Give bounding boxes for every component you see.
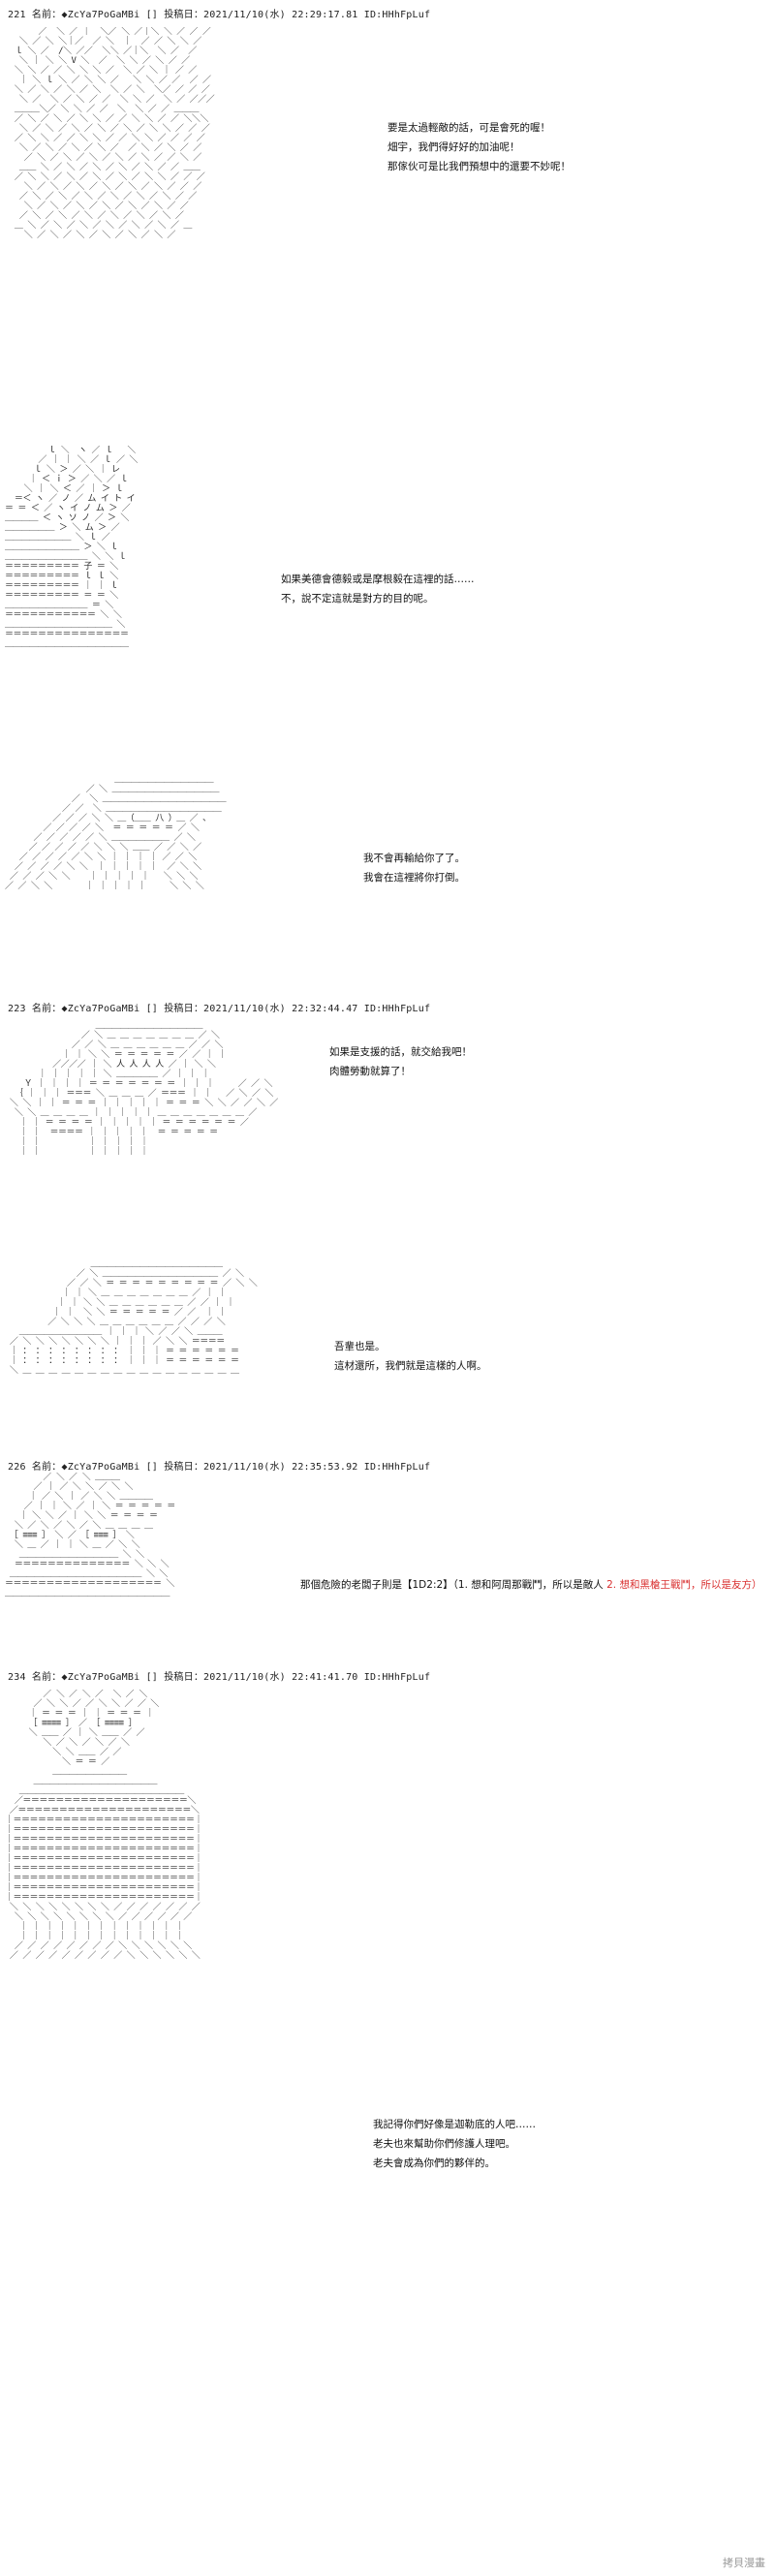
post-header-223: 223 名前：◆ZcYa7PoGaMBi [] 投稿日：2021/11/10(水…: [8, 1004, 431, 1014]
dialogue-223-1: 如果是支援的話，就交給我吧！ 肉體勞動就算了！: [329, 1042, 472, 1081]
dialogue-text: 那個危險的老闆子則是【1D2:2】（1. 想和阿周那戰鬥，所以是敵人: [300, 1579, 604, 1591]
dialogue-line: 那傢伙可是比我們預想中的還要不妙呢！: [388, 161, 571, 172]
dialogue-line: 吾輩也是。: [334, 1341, 386, 1352]
dialogue-line: 畑宇，我們得好好的加油呢！: [388, 141, 520, 153]
dialogue-221-3: 我不會再輸給你了了。 我會在這裡將你打倒。: [363, 849, 465, 887]
panel-234-1: ／ ＼ ／ ＼ ／ ＼ ／ ＼ ／ ＼ ＼ ／ ／ ＼ ＼ ／ ／ ＼ ｜ ＝ …: [0, 1684, 775, 2565]
dialogue-line: 老夫也來幫助你們修護人理吧。: [373, 2138, 515, 2150]
dialogue-line: 這材還所，我們就是這樣的人啊。: [334, 1360, 487, 1372]
panel-226-1: ／ ＼ ／ ＼ ＿＿＿ ／ ｜ ／ ＼ ＼ ／ ＼ ＼ ｜ ／ ＼ ｜ ／ ＼ …: [0, 1473, 775, 1666]
post-header-221: 221 名前：◆ZcYa7PoGaMBi [] 投稿日：2021/11/10(水…: [8, 10, 431, 20]
dialogue-221-2: 如果美德會德毅或是摩根毅在這裡的話…… 不，說不定這就是對方的目的呢。: [281, 570, 475, 608]
post-header-226: 226 名前：◆ZcYa7PoGaMBi [] 投稿日：2021/11/10(水…: [8, 1462, 431, 1473]
post-header-234: 234 名前：◆ZcYa7PoGaMBi [] 投稿日：2021/11/10(水…: [8, 1672, 431, 1683]
panel-221-2: ｌ ＼ ヽ ／ ｌ ＼ ／ ｜ ｜ ＼ ／ ｌ ／ ＼ ｌ ＼ ＞ ／ ＼ ｜ …: [0, 446, 775, 756]
dialogue-line: 我記得你們好像是迦勒底的人吧……: [373, 2119, 536, 2130]
dialogue-line: 如果美德會德毅或是摩根毅在這裡的話……: [281, 574, 475, 585]
dialogue-line: 老夫會成為你們的夥伴的。: [373, 2157, 495, 2169]
dialogue-line: 我不會再輸給你了了。: [363, 853, 465, 864]
dialogue-line: 不，說不定這就是對方的目的呢。: [281, 593, 434, 605]
dialogue-option-highlighted: 2. 想和黑槍王戰鬥，所以是友方）: [606, 1579, 762, 1591]
dialogue-line: 那個危險的老闆子則是【1D2:2】（1. 想和阿周那戰鬥，所以是敵人 2. 想和…: [300, 1575, 761, 1595]
dialogue-line: 肉體勞動就算了！: [329, 1066, 411, 1077]
ascii-art: ｌ ＼ ヽ ／ ｌ ＼ ／ ｜ ｜ ＼ ／ ｌ ／ ＼ ｌ ＼ ＞ ／ ＼ ｜ …: [5, 446, 138, 649]
panel-223-1: ＿＿＿＿＿＿＿＿＿＿＿＿＿ ／ ＼ ＿ ＿ ＿ ＿ ＿ ＿ ＿ ／ ＼ ／ ／ …: [0, 1013, 775, 1246]
dialogue-221-1: 要是太過輕敵的話，可是會死的喔！ 畑宇，我們得好好的加油呢！ 那傢伙可是比我們預…: [388, 118, 571, 176]
dialogue-223-2: 吾輩也是。 這材還所，我們就是這樣的人啊。: [334, 1337, 487, 1376]
panel-221-1: ／ ＼ ／ ｜ ＼／ ＼ ／｜＼ ＼ ／ ／ ／ ＼ ／ ＼ ＼｜／ ／ ＼ ｜…: [0, 21, 775, 283]
ascii-art: ＿＿＿＿＿＿＿＿＿＿＿＿ ／ ＼ ＿＿＿＿＿＿＿＿＿＿＿＿＿ ／ ＼ ＿＿＿＿＿…: [5, 775, 227, 891]
panel-223-2: ＿＿＿＿＿＿＿＿＿＿＿＿＿＿＿＿ ／ ＼ ＿＿＿＿＿＿＿＿＿＿＿＿＿＿ ／ ＼ …: [0, 1259, 775, 1453]
ascii-art: ＿＿＿＿＿＿＿＿＿＿＿＿＿＿＿＿ ／ ＼ ＿＿＿＿＿＿＿＿＿＿＿＿＿＿ ／ ＼ …: [9, 1259, 258, 1376]
ascii-art: ＿＿＿＿＿＿＿＿＿＿＿＿＿ ／ ＼ ＿ ＿ ＿ ＿ ＿ ＿ ＿ ／ ＼ ／ ／ …: [9, 1021, 278, 1157]
dialogue-226-1: 那個危險的老闆子則是【1D2:2】（1. 想和阿周那戰鬥，所以是敵人 2. 想和…: [300, 1575, 761, 1595]
ascii-art: ／ ＼ ／ ｜ ＼／ ＼ ／｜＼ ＼ ／ ／ ／ ＼ ／ ＼ ＼｜／ ／ ＼ ｜…: [14, 27, 215, 240]
dialogue-line: 如果是支援的話，就交給我吧！: [329, 1046, 472, 1058]
dialogue-line: 我會在這裡將你打倒。: [363, 872, 465, 884]
watermark: 拷貝漫畫: [723, 2557, 765, 2569]
dialogue-line: 要是太過輕敵的話，可是會死的喔！: [388, 122, 550, 134]
ascii-art: ／ ＼ ／ ＼ ＿＿＿ ／ ｜ ／ ＼ ＼ ／ ＼ ＼ ｜ ／ ＼ ｜ ／ ＼ …: [5, 1473, 175, 1598]
ascii-art: ／ ＼ ／ ＼ ／ ＼ ／ ＼ ／ ＼ ＼ ／ ／ ＼ ＼ ／ ／ ＼ ｜ ＝ …: [5, 1690, 203, 1961]
dialogue-234-1: 我記得你們好像是迦勒底的人吧…… 老夫也來幫助你們修護人理吧。 老夫會成為你們的…: [373, 2115, 536, 2173]
panel-221-3: ＿＿＿＿＿＿＿＿＿＿＿＿ ／ ＼ ＿＿＿＿＿＿＿＿＿＿＿＿＿ ／ ＼ ＿＿＿＿＿…: [0, 775, 775, 988]
